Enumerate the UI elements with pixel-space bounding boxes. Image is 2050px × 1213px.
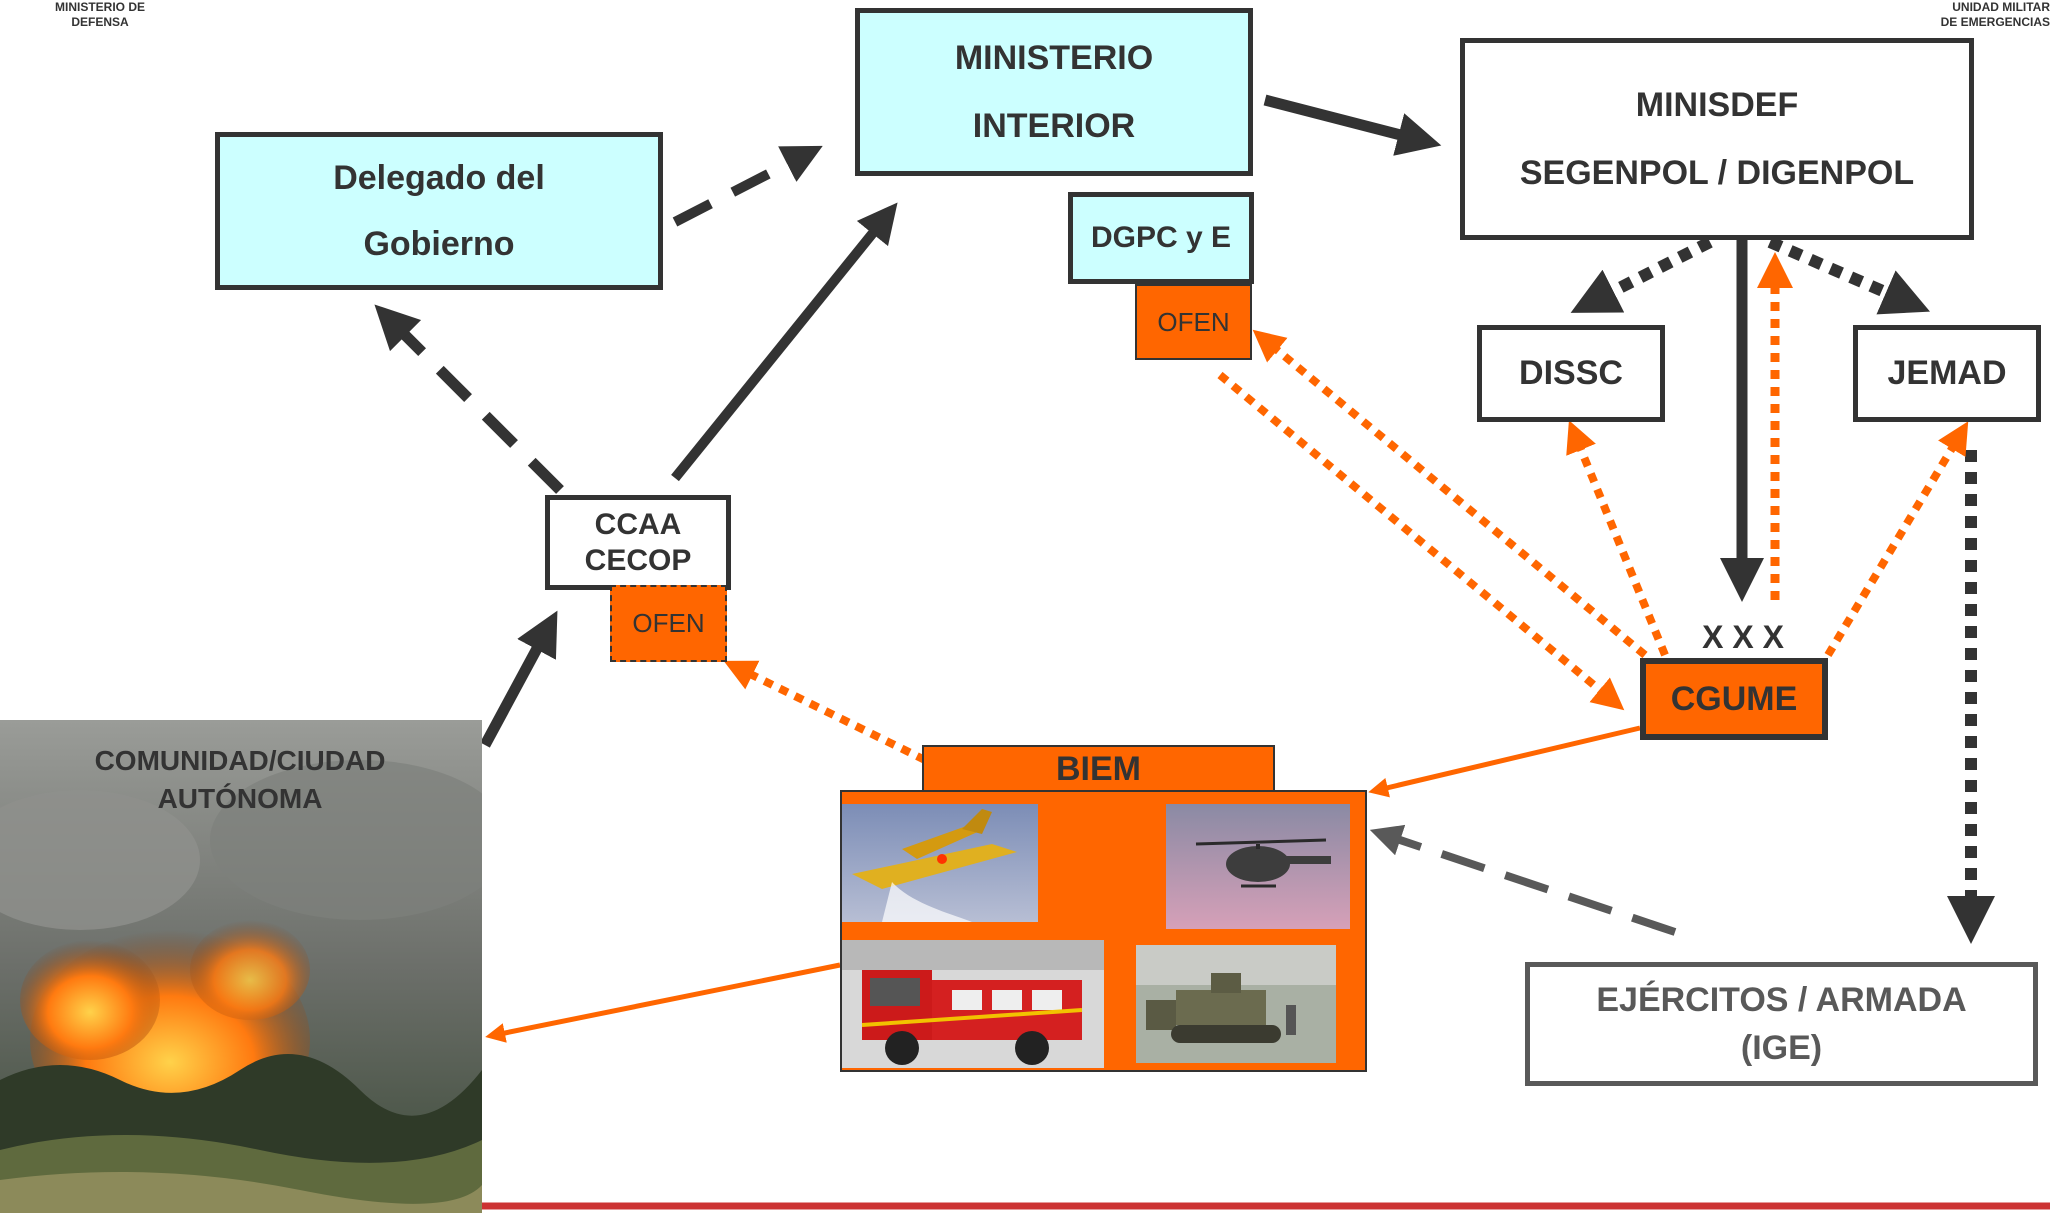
- xxx-text: X X X: [1702, 618, 1784, 655]
- comunidad-label: COMUNIDAD/CIUDAD AUTÓNOMA: [20, 735, 460, 825]
- arrow-ccaa-to-ministerio: [671, 202, 898, 482]
- minisdef-box: MINISDEF SEGENPOL / DIGENPOL: [1460, 38, 1974, 240]
- comunidad-line-2: AUTÓNOMA: [157, 783, 323, 814]
- ejercitos-line-1: EJÉRCITOS / ARMADA: [1596, 981, 1967, 1019]
- delegado-line-2: Gobierno: [363, 225, 515, 263]
- left-logo-line-1: MINISTERIO DE: [54, 0, 145, 14]
- arrow-ejercitos-to-biem: [1369, 824, 1677, 936]
- ministerio-interior-line-2: INTERIOR: [972, 107, 1136, 145]
- right-logo-text: UNIDAD MILITAR DE EMERGENCIAS: [1900, 0, 2050, 30]
- ofen-dgpc-label: OFEN: [1157, 306, 1230, 337]
- left-logo-line-2: DEFENSA: [71, 15, 129, 29]
- ministerio-interior-line-1: MINISTERIO: [954, 39, 1154, 77]
- ministerio-interior-box: MINISTERIO INTERIOR: [855, 8, 1253, 176]
- arrow-delegado-to-ministerio: [672, 145, 823, 227]
- dissc-box: DISSC: [1477, 325, 1665, 422]
- jemad-label: JEMAD: [1887, 354, 2007, 392]
- bulldozer-photo: [1136, 945, 1336, 1063]
- biem-label: BIEM: [1056, 749, 1141, 788]
- arrow-biem-to-ofen: [723, 660, 927, 764]
- right-logo-line-1: UNIDAD MILITAR: [1952, 0, 2050, 14]
- arrow-biem-to-comunidad: [485, 962, 841, 1043]
- arrow-comunidad-to-ccaa: [480, 610, 558, 748]
- ejercitos-line-2: (IGE): [1740, 1029, 1823, 1067]
- ccaa-cecop-box: CCAA CECOP: [545, 495, 731, 590]
- dissc-label: DISSC: [1519, 354, 1623, 392]
- biem-header: BIEM: [922, 745, 1275, 793]
- comunidad-line-1: COMUNIDAD/CIUDAD: [94, 745, 386, 776]
- delegado-line-1: Delegado del: [333, 159, 545, 197]
- ofen-dgpc-box: OFEN: [1135, 284, 1252, 360]
- arrow-ccaa-to-delegado: [374, 304, 564, 494]
- firefighting-plane-photo: [842, 804, 1038, 922]
- ofen-ccaa-box: OFEN: [610, 585, 727, 662]
- delegado-gobierno-box: Delegado del Gobierno: [215, 132, 663, 290]
- ofen-ccaa-label: OFEN: [632, 608, 705, 638]
- cgume-box: CGUME: [1640, 658, 1828, 740]
- arrow-ofen-to-cgume: [1217, 371, 1625, 711]
- cgume-label: CGUME: [1670, 679, 1798, 718]
- right-logo-line-2: DE EMERGENCIAS: [1940, 15, 2050, 29]
- left-logo-text: MINISTERIO DE DEFENSA: [30, 0, 170, 30]
- dgpc-label: DGPC y E: [1090, 221, 1232, 254]
- ccaa-line-2: CECOP: [584, 543, 692, 577]
- ejercitos-box: EJÉRCITOS / ARMADA (IGE): [1525, 962, 2038, 1086]
- jemad-box: JEMAD: [1853, 325, 2041, 422]
- dgpc-box: DGPC y E: [1068, 192, 1254, 284]
- arrow-minisdef-to-dissc: [1570, 236, 1713, 313]
- fire-truck-photo: [842, 940, 1104, 1068]
- xxx-label: X X X: [1683, 612, 1803, 662]
- helicopter-photo: [1166, 804, 1350, 929]
- arrow-cgume-to-biem: [1368, 725, 1641, 798]
- ccaa-line-1: CCAA: [594, 507, 682, 541]
- arrow-cgume-to-dissc: [1566, 420, 1669, 657]
- forest-fire-photo: [0, 720, 482, 1213]
- minisdef-line-1: MINISDEF: [1635, 86, 1799, 124]
- arrow-cgume-to-ofen: [1252, 329, 1648, 659]
- arrow-cgume-to-jemad: [1824, 421, 1969, 658]
- arrow-ministerio-to-minisdef: [1263, 94, 1442, 156]
- arrow-minisdef-to-jemad: [1767, 236, 1931, 315]
- minisdef-line-2: SEGENPOL / DIGENPOL: [1519, 154, 1915, 192]
